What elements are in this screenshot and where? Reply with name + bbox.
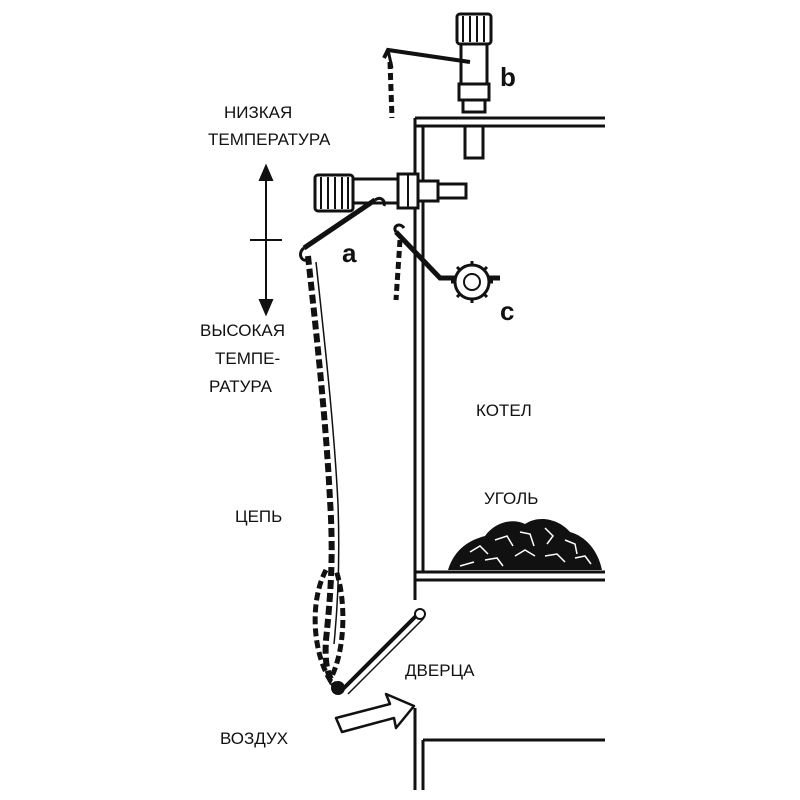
air-flow-arrow [334,692,416,734]
marker-c: c [500,296,514,326]
coal-pile [448,518,602,570]
high-temp-label-line3: РАТУРА [209,377,273,396]
chain [305,255,346,695]
boiler-body [413,116,605,790]
regulator-b [382,12,493,160]
low-temp-label-line1: НИЗКАЯ [224,103,292,122]
marker-b: b [500,62,516,92]
regulator-c [393,223,500,303]
high-temp-label-line2: ТЕМПЕ- [215,349,280,368]
door-label: ДВЕРЦА [405,661,475,680]
chain-label: ЦЕПЬ [235,507,282,526]
regulator-a [299,172,468,262]
boiler-label: КОТЕЛ [476,401,532,420]
high-temp-label-line1: ВЫСОКАЯ [200,321,285,340]
air-label: ВОЗДУХ [220,729,288,748]
air-door-flap [340,608,426,695]
coal-label: УГОЛЬ [484,489,538,508]
temperature-scale-arrow [250,163,282,317]
low-temp-label-line2: ТЕМПЕРАТУРА [208,130,331,149]
marker-a: a [342,238,357,268]
